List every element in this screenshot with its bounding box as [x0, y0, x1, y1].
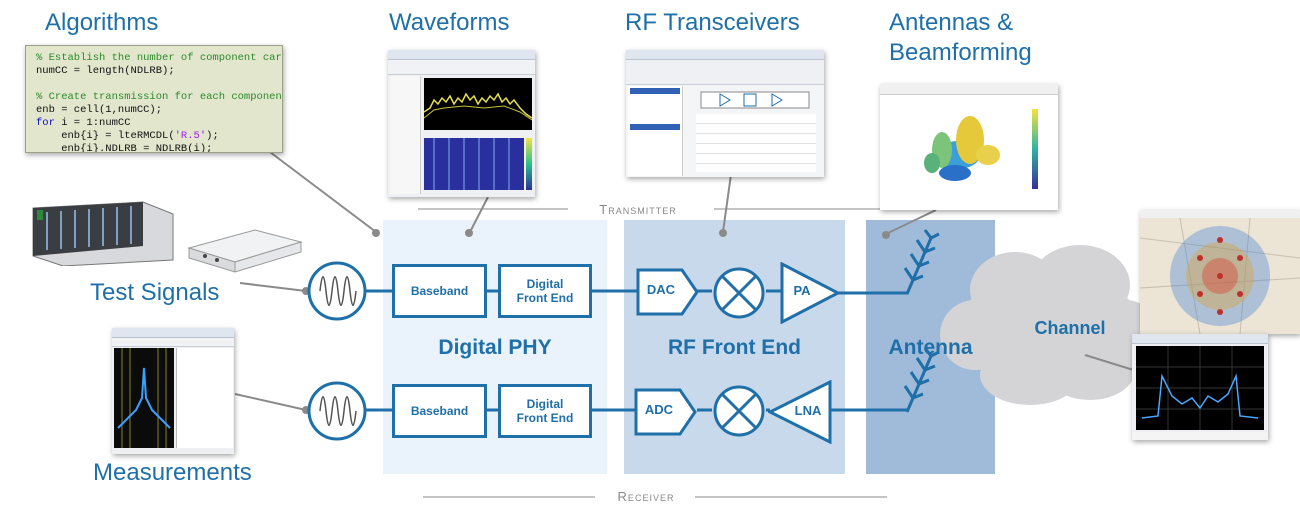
channel-spectrum-plot-icon — [1136, 346, 1264, 430]
rf-transceiver-app-thumbnail — [626, 50, 824, 177]
rx-mixer-icon — [713, 385, 765, 437]
rf-transceivers-label: RF Transceivers — [625, 9, 800, 36]
rx-antenna-icon — [903, 347, 940, 413]
adc-block-shape — [634, 388, 697, 436]
spectrum-plot-icon — [423, 92, 533, 121]
code-text: enb{i} = lteRMCDL( — [36, 130, 175, 142]
tx-baseband-block: Baseband — [392, 264, 487, 318]
algorithms-code-thumbnail: % Establish the number of component carr… — [25, 45, 283, 153]
pa-label: PA — [793, 283, 811, 298]
measurements-label: Measurements — [93, 459, 252, 486]
code-line: % Establish the number of component carr… — [36, 52, 282, 64]
dac-label: DAC — [646, 282, 676, 297]
receiver-label: Receiver — [617, 489, 675, 504]
tx-antenna-icon — [903, 229, 940, 295]
sdr-device-image — [185, 228, 303, 274]
antenna-pattern-thumbnail — [880, 84, 1058, 210]
rf-front-end-title: RF Front End — [668, 336, 801, 359]
code-string: 'R.5' — [174, 130, 207, 142]
waveforms-label: Waveforms — [389, 9, 510, 36]
rf-chain-diagram-icon — [700, 91, 810, 109]
digital-phy-title: Digital PHY — [438, 336, 552, 359]
rx-signal-waveform-icon — [307, 381, 367, 441]
radiation-pattern-icon — [924, 109, 1038, 189]
measurements-app-thumbnail — [112, 328, 234, 454]
dac-block-shape — [636, 268, 699, 316]
code-line: enb = cell(1,numCC); — [36, 104, 163, 116]
code-line: for i = 1:numCC — [36, 117, 282, 130]
channel-spectrum-thumbnail — [1132, 334, 1268, 440]
channel-title: Channel — [1034, 318, 1106, 338]
code-line: enb{i}.NDLRB = NDLRB(i); — [36, 143, 213, 153]
code-text: ); — [206, 130, 219, 142]
coverage-map-thumbnail — [1140, 210, 1300, 334]
code-line: enb{i} = lteRMCDL('R.5'); — [36, 130, 282, 143]
code-line: % Create transmission for each component… — [36, 91, 283, 103]
rx-digital-front-end-block: Digital Front End — [498, 384, 592, 438]
tx-mixer-icon — [713, 267, 765, 319]
rx-baseband-block: Baseband — [392, 384, 487, 438]
lna-amplifier-shape — [768, 380, 832, 444]
adc-label: ADC — [644, 402, 674, 417]
antenna-title: Antenna — [888, 336, 973, 359]
test-signals-label: Test Signals — [90, 279, 220, 306]
spectrum-analyzer-plot-icon — [117, 348, 171, 448]
tx-signal-waveform-icon — [307, 261, 367, 321]
coverage-map-icon — [1140, 217, 1300, 334]
code-keyword: for — [36, 117, 55, 129]
code-text: i = 1:numCC — [54, 117, 131, 129]
spectrogram-plot — [424, 138, 524, 190]
transmitter-label: Transmitter — [599, 202, 677, 217]
test-instrument-chassis-image — [25, 200, 175, 267]
antennas-beamforming-label: Antennas & Beamforming — [889, 9, 1032, 66]
pa-amplifier-shape — [780, 262, 840, 324]
waveforms-app-thumbnail — [388, 50, 535, 197]
tx-digital-front-end-block: Digital Front End — [498, 264, 592, 318]
lna-label: LNA — [794, 403, 822, 418]
algorithms-label: Algorithms — [45, 9, 159, 36]
code-line: numCC = length(NDLRB); — [36, 65, 175, 77]
